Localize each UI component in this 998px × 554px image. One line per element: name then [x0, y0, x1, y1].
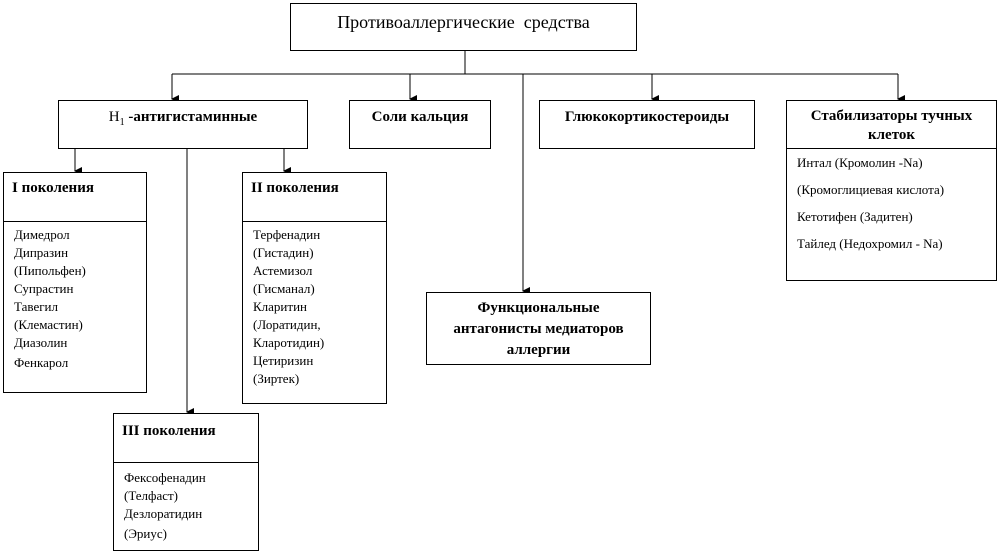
list-item: Кетотифен (Задитен)	[797, 209, 913, 224]
list-item: Фексофенадин	[124, 470, 206, 485]
gen3-list: Фексофенадин (Телфаст) Дезлоратидин (Эри…	[114, 463, 258, 543]
gluco-box: Глюкокортикостероиды	[539, 100, 755, 149]
list-item: (Пипольфен)	[14, 263, 86, 278]
h1-box: H1 -антигистаминные	[58, 100, 308, 149]
functional-box: Функциональные антагонисты медиаторов ал…	[426, 292, 651, 365]
list-item: Кларитин	[253, 299, 307, 314]
list-item: Фенкарол	[14, 355, 69, 370]
list-item: Тайлед (Недохромил - Na)	[797, 236, 943, 251]
calcium-title: Соли кальция	[371, 109, 469, 125]
list-item: Кларотидин)	[253, 335, 325, 350]
list-item: Дезлоратидин	[124, 506, 203, 521]
root-box: Противоаллергические средства	[290, 3, 637, 51]
gen2-title: II поколения	[243, 173, 386, 222]
calcium-box: Соли кальция	[349, 100, 491, 149]
list-item: (Кромоглициевая кислота)	[797, 182, 945, 197]
list-item: (Гистадин)	[253, 245, 314, 260]
gen1-list: Димедрол Дипразин (Пипольфен) Супрастин …	[4, 222, 146, 372]
gen3-box: III поколения Фексофенадин (Телфаст) Дез…	[113, 413, 259, 551]
list-item: (Эриус)	[124, 526, 167, 541]
list-item: Тавегил	[14, 299, 58, 314]
list-item: (Гисманал)	[253, 281, 315, 296]
list-item: Диазолин	[14, 335, 68, 350]
gen1-box: I поколения Димедрол Дипразин (Пипольфен…	[3, 172, 147, 393]
list-item: Астемизол	[253, 263, 313, 278]
gen2-box: II поколения Терфенадин (Гистадин) Астем…	[242, 172, 387, 404]
h1-title-sub: 1	[119, 117, 125, 128]
list-item: (Лоратидин,	[253, 317, 321, 332]
list-item: Цетиризин	[253, 353, 314, 368]
h1-title-rest: -антигистаминные	[124, 109, 258, 125]
gluco-title: Глюкокортикостероиды	[564, 109, 730, 125]
list-item: Дипразин	[14, 245, 69, 260]
h1-title-main: H	[108, 109, 120, 125]
root-title: Противоаллергические средства	[337, 12, 590, 32]
list-item: Супрастин	[14, 281, 74, 296]
stabilizers-box: Стабилизаторы тучных клеток Интал (Кромо…	[786, 100, 997, 281]
functional-title: Функциональные антагонисты медиаторов ал…	[453, 300, 624, 358]
gen3-title: III поколения	[114, 414, 258, 463]
list-item: Терфенадин	[253, 227, 321, 242]
gen2-list: Терфенадин (Гистадин) Астемизол (Гисмана…	[243, 222, 386, 388]
stabilizers-title: Стабилизаторы тучных клеток	[787, 101, 996, 149]
list-item: Димедрол	[14, 227, 70, 242]
list-item: Интал (Кромолин -Na)	[797, 155, 923, 170]
gen1-title: I поколения	[4, 173, 146, 222]
h1-title: H1 -антигистаминные	[108, 109, 258, 128]
list-item: (Зиртек)	[253, 371, 300, 386]
list-item: (Телфаст)	[124, 488, 179, 503]
list-item: (Клемастин)	[14, 317, 83, 332]
stabilizers-list: Интал (Кромолин -Na) (Кромоглициевая кис…	[787, 149, 996, 257]
